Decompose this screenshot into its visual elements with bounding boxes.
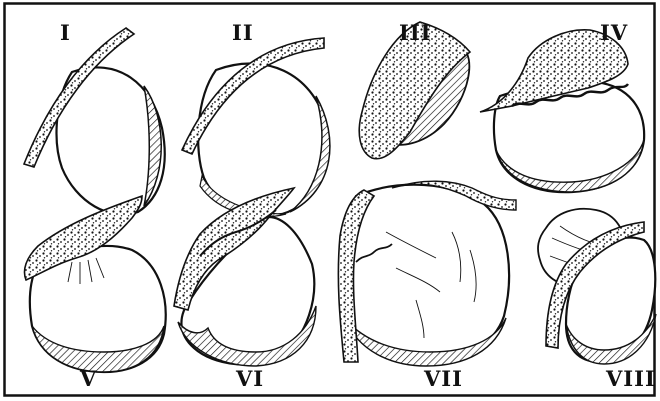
panel-label-6: VI [236,368,264,389]
panel-label-2: II [232,22,254,43]
panel-2-drawing [182,38,330,217]
panel-label-3: III [399,22,431,43]
panel-label-5: V [80,368,97,389]
panel-7-drawing [338,181,516,366]
panel-label-4: IV [600,22,628,43]
panel-label-1: I [60,22,71,43]
panel-1-drawing [24,28,165,215]
panel-8-drawing [538,209,656,364]
panel-5-drawing [25,196,166,372]
panel-label-8: VIII [606,368,656,389]
panel-label-7: VII [424,368,463,389]
panel-4-drawing [480,30,644,192]
panel-6-drawing [174,188,316,366]
